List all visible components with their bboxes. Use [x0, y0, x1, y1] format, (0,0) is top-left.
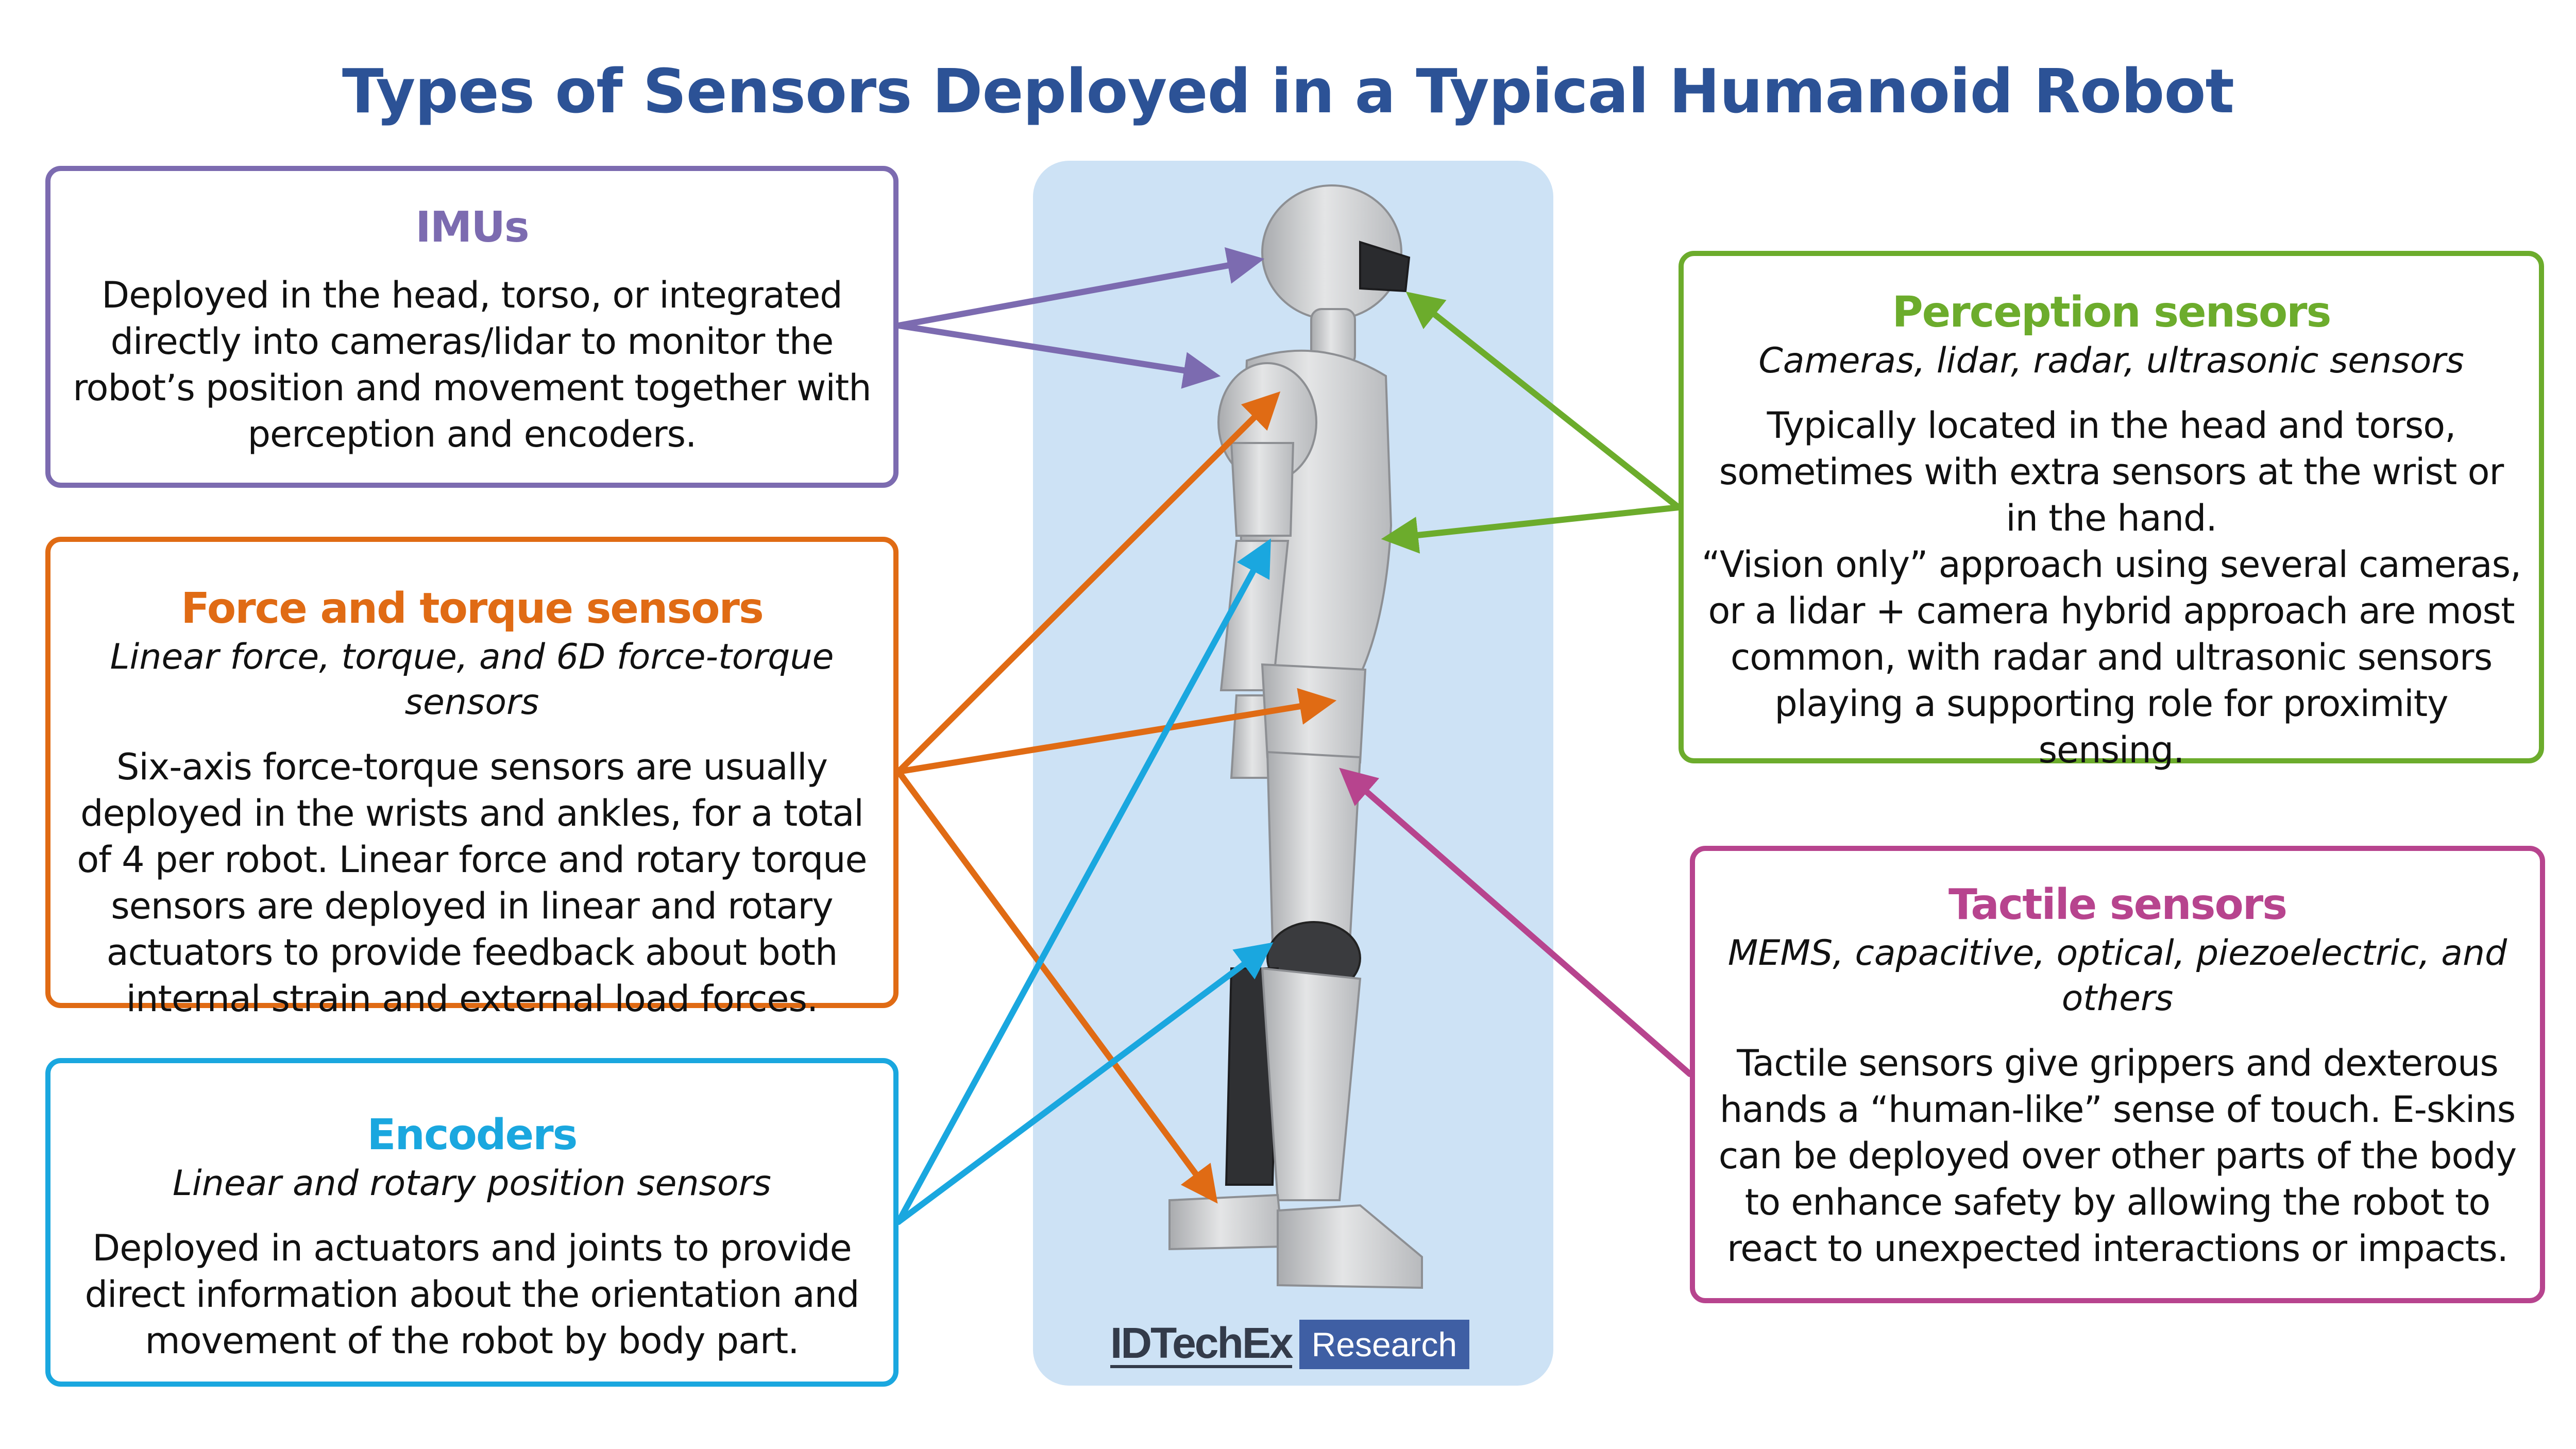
logo-brand: IDTechEx — [1110, 1319, 1294, 1368]
perception-heading: Perception sensors — [1892, 288, 2332, 337]
idtechex-logo: IDTechEx Research — [1110, 1319, 1470, 1370]
perception-arrow-head — [1405, 292, 1682, 510]
force-body: Six-axis force-torque sensors are usuall… — [77, 746, 867, 1020]
force-subtitle: Linear force, torque, and 6D force-torqu… — [110, 637, 834, 723]
robot-visor — [1359, 241, 1411, 293]
encoder-arrow-knee — [895, 942, 1274, 1225]
page-title: Types of Sensors Deployed in a Typical H… — [342, 56, 2234, 127]
perception-arrow-torso — [1381, 504, 1682, 554]
imu-arrow-head — [895, 247, 1265, 329]
imus-body: Deployed in the head, torso, or integrat… — [73, 274, 871, 455]
encoders-body: Deployed in actuators and joints to prov… — [84, 1227, 860, 1362]
encoder-arrow-elbow — [895, 538, 1271, 1225]
encoders-box: Encoders Linear and rotary position sens… — [45, 1058, 899, 1387]
tactile-heading: Tactile sensors — [1948, 880, 2287, 929]
tactile-arrow-hand — [1339, 768, 1693, 1077]
imu-arrow-torso — [895, 322, 1221, 389]
encoders-subtitle: Linear and rotary position sensors — [173, 1163, 771, 1204]
force-torque-box: Force and torque sensors Linear force, t… — [45, 537, 899, 1020]
encoders-heading: Encoders — [367, 1111, 578, 1160]
imus-box: IMUs Deployed in the head, torso, or int… — [45, 166, 899, 488]
robot-foot-front — [1277, 1204, 1423, 1289]
tactile-subtitle: MEMS, capacitive, optical, piezoelectric… — [1727, 933, 2507, 1019]
perception-body-1: Typically located in the head and torso,… — [1719, 404, 2504, 539]
perception-body-2: “Vision only” approach using several cam… — [1701, 543, 2522, 771]
imus-heading: IMUs — [415, 203, 530, 252]
robot-shin-front — [1261, 967, 1362, 1201]
perception-box: Perception sensors Cameras, lidar, radar… — [1679, 251, 2544, 771]
force-arrow-ankle — [895, 769, 1218, 1204]
tactile-box: Tactile sensors MEMS, capacitive, optica… — [1690, 846, 2545, 1303]
force-arrow-shoulder — [895, 391, 1281, 775]
perception-subtitle: Cameras, lidar, radar, ultrasonic sensor… — [1758, 340, 2464, 381]
logo-tag: Research — [1299, 1320, 1470, 1369]
force-heading: Force and torque sensors — [181, 584, 764, 633]
robot-upper-arm — [1230, 442, 1295, 537]
force-arrow-wrist — [895, 688, 1337, 775]
tactile-body: Tactile sensors give grippers and dexter… — [1718, 1042, 2517, 1270]
